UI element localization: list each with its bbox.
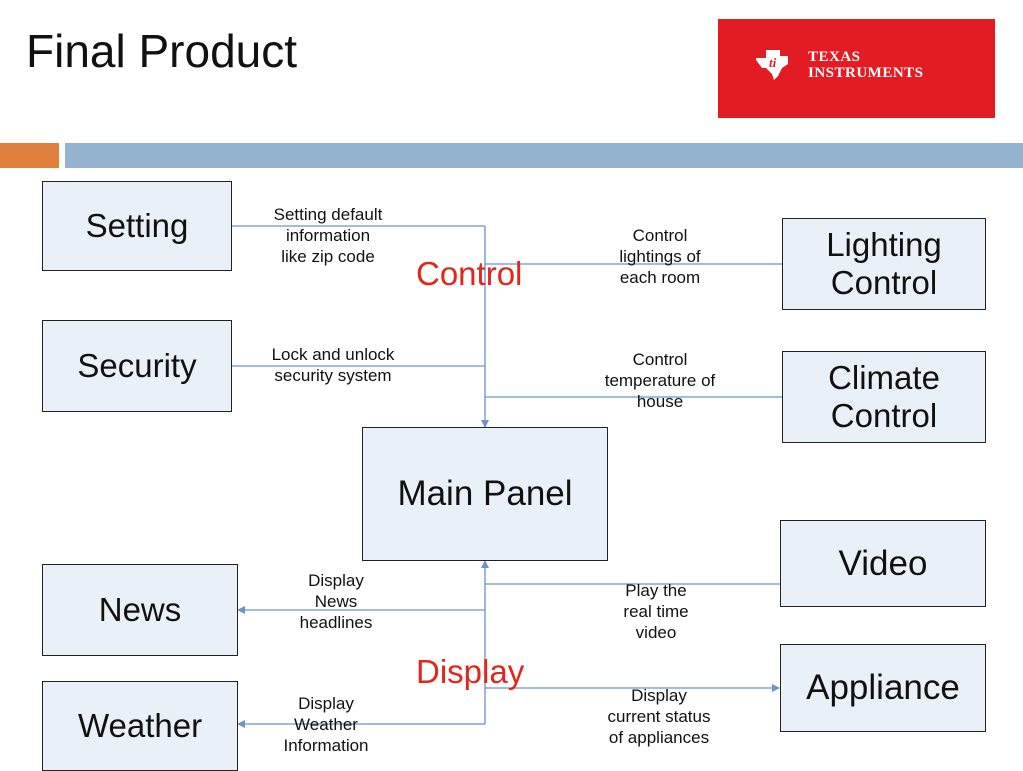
node-setting: Setting <box>42 181 232 271</box>
node-main-panel: Main Panel <box>362 427 608 561</box>
node-weather: Weather <box>42 681 238 771</box>
node-video: Video <box>780 520 986 607</box>
accent-bar-blue <box>65 143 1023 168</box>
edge-label-video: Play the real time video <box>623 581 689 642</box>
texas-instruments-logo: ti TEXAS INSTRUMENTS <box>718 19 995 118</box>
edge-label-appliance: Display current status of appliances <box>607 686 711 747</box>
node-appliance: Appliance <box>780 644 986 732</box>
svg-text:ti: ti <box>769 55 777 70</box>
edge-label-news: Display News headlines <box>299 571 373 632</box>
logo-line-1: TEXAS <box>808 49 861 65</box>
ti-state-icon: ti <box>756 50 788 80</box>
node-security: Security <box>42 320 232 412</box>
section-control: Control <box>416 255 523 292</box>
logo-line-2: INSTRUMENTS <box>808 65 924 81</box>
edge-label-security: Lock and unlock security system <box>271 345 395 385</box>
section-display: Display <box>416 653 525 690</box>
node-news: News <box>42 564 238 656</box>
node-climate-control: Climate Control <box>782 351 986 443</box>
edge-label-lighting: Control lightings of each room <box>619 226 701 287</box>
edge-label-setting: Setting default information like zip cod… <box>273 205 383 266</box>
node-lighting-control: Lighting Control <box>782 218 986 310</box>
edge-label-weather: Display Weather Information <box>283 694 369 755</box>
accent-bar-orange <box>0 143 59 168</box>
edge-label-climate: Control temperature of house <box>604 350 716 411</box>
slide-title: Final Product <box>26 25 298 77</box>
